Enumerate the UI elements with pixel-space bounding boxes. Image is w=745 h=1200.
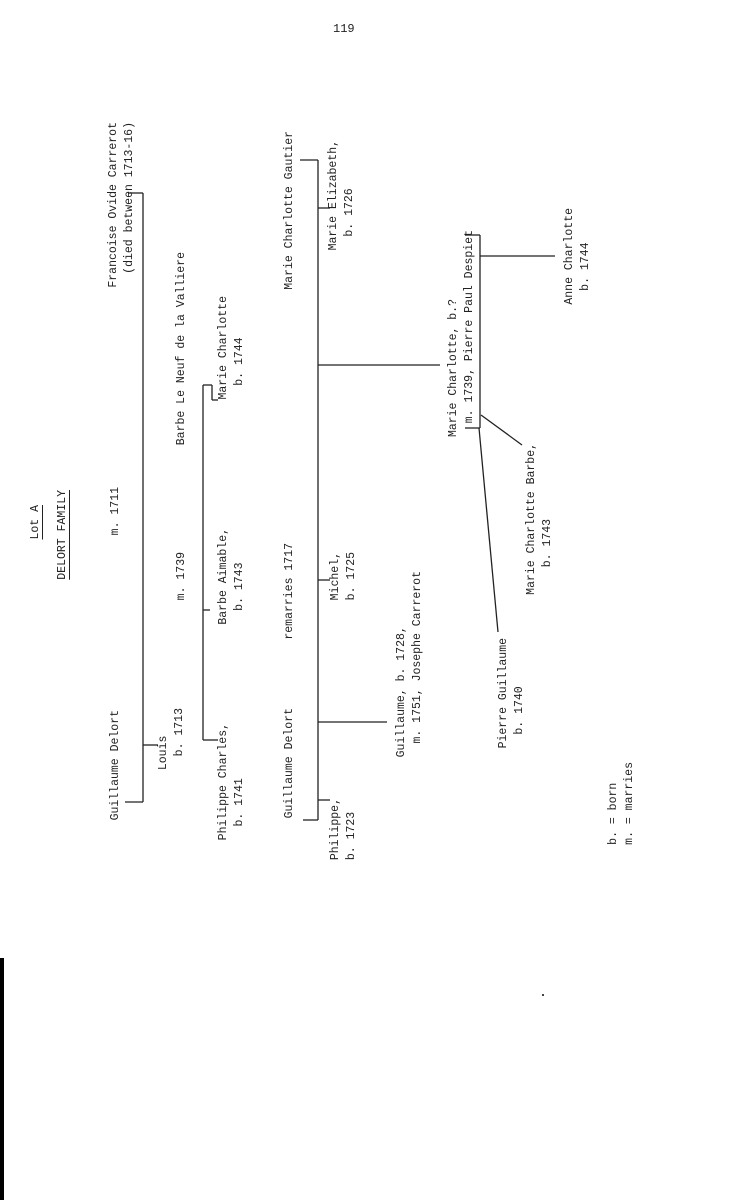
page-number: 119 bbox=[333, 22, 355, 36]
tree-guillaume-francoise bbox=[125, 192, 158, 803]
tree-guillaume-gautier bbox=[300, 159, 440, 821]
scan-speck bbox=[542, 994, 544, 996]
scan-edge-bar bbox=[0, 958, 4, 1200]
tree-marie-charlotte-despiet bbox=[465, 234, 555, 633]
tree-louis-barbe bbox=[202, 384, 218, 741]
